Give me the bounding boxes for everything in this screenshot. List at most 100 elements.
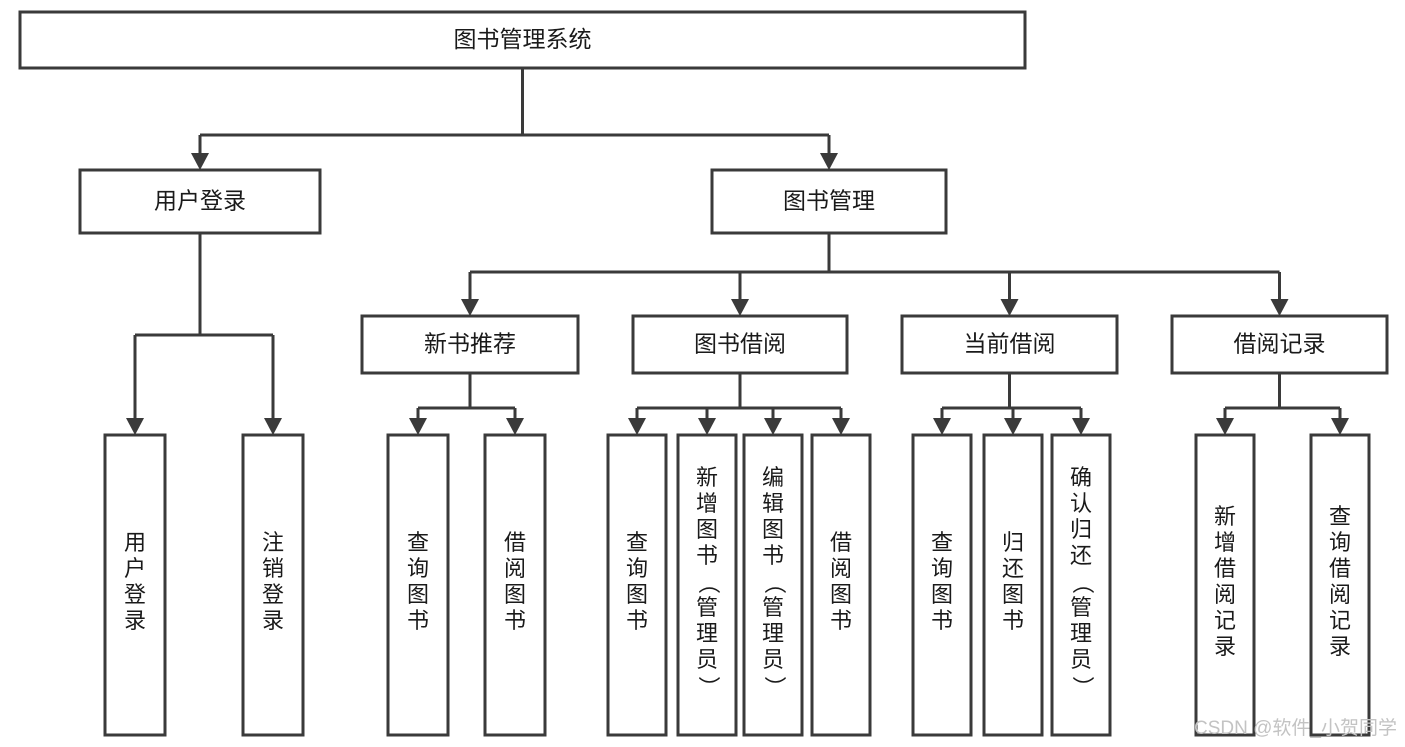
svg-text:还: 还	[1002, 556, 1024, 581]
node-layer: 图书管理系统用户登录图书管理新书推荐图书借阅当前借阅借阅记录用户登录注销登录查询…	[18, 10, 1389, 737]
svg-text:登: 登	[262, 582, 284, 607]
node-box-leaf-user-logout[interactable]	[241, 433, 305, 737]
node-box-book-manage[interactable]	[710, 168, 948, 235]
svg-text:户: 户	[124, 556, 146, 581]
arrow-head-book-manage-3	[1270, 299, 1289, 316]
node-level3-new-book-recommend[interactable]: 新书推荐	[360, 314, 580, 375]
svg-text:归: 归	[1002, 530, 1024, 555]
svg-text:编: 编	[762, 465, 784, 490]
arrow-head-root-1	[820, 153, 838, 170]
csdn-watermark: CSDN @软件_小贺同学	[1194, 718, 1397, 739]
node-level3-book-borrow[interactable]: 图书借阅	[631, 314, 849, 375]
node-leaf-leaf-user-login[interactable]: 用户登录	[103, 433, 167, 737]
node-box-current-borrow[interactable]	[900, 314, 1119, 375]
svg-text:图: 图	[696, 517, 718, 542]
svg-text:新: 新	[696, 465, 718, 490]
arrow-head-book-manage-2	[1000, 299, 1019, 316]
node-box-leaf-add-book-admin[interactable]	[676, 433, 738, 737]
svg-text:书: 书	[1002, 608, 1024, 633]
arrow-head-recommend-1	[506, 418, 524, 435]
svg-text:销: 销	[262, 556, 284, 581]
svg-text:查: 查	[931, 530, 953, 555]
svg-text:图: 图	[762, 517, 784, 542]
svg-text:图: 图	[407, 582, 429, 607]
svg-text:用: 用	[124, 530, 146, 555]
svg-text:阅: 阅	[1214, 582, 1236, 607]
arrow-head-borrow-record-1	[1331, 418, 1349, 435]
svg-text:书: 书	[830, 608, 852, 633]
node-box-leaf-user-login[interactable]	[103, 433, 167, 737]
svg-text:新: 新	[1214, 504, 1236, 529]
svg-text:增: 增	[1214, 530, 1236, 555]
svg-text:员: 员	[696, 647, 718, 672]
node-box-leaf-confirm-return-admin[interactable]	[1050, 433, 1112, 737]
svg-text:认: 认	[1070, 491, 1092, 516]
node-box-leaf-query-book-borrow[interactable]	[606, 433, 668, 737]
svg-text:录: 录	[262, 608, 284, 633]
node-level3-current-borrow[interactable]: 当前借阅	[900, 314, 1119, 375]
node-box-borrow-record[interactable]	[1170, 314, 1389, 375]
svg-text:借: 借	[1329, 556, 1351, 581]
svg-text:图: 图	[1002, 582, 1024, 607]
svg-text:阅: 阅	[1329, 582, 1351, 607]
node-box-leaf-borrow-book-recommend[interactable]	[483, 433, 547, 737]
node-level2-book-manage[interactable]: 图书管理	[710, 168, 948, 235]
svg-text:图: 图	[931, 582, 953, 607]
node-level2-user-login[interactable]: 用户登录	[78, 168, 322, 235]
node-root-root[interactable]: 图书管理系统	[18, 10, 1027, 70]
node-box-leaf-query-borrow-record[interactable]	[1309, 433, 1371, 737]
node-box-leaf-add-borrow-record[interactable]	[1194, 433, 1256, 737]
node-label-leaf-user-login: 用户登录	[124, 530, 146, 633]
svg-text:阅: 阅	[504, 556, 526, 581]
node-box-leaf-borrow-book[interactable]	[810, 433, 872, 737]
node-box-user-login[interactable]	[78, 168, 322, 235]
svg-text:书: 书	[762, 543, 784, 568]
node-box-book-borrow[interactable]	[631, 314, 849, 375]
svg-text:查: 查	[626, 530, 648, 555]
svg-text:（: （	[762, 572, 787, 594]
node-box-leaf-query-book-recommend[interactable]	[386, 433, 450, 737]
svg-text:询: 询	[626, 556, 648, 581]
svg-text:理: 理	[762, 621, 784, 646]
arrow-head-recommend-0	[409, 418, 427, 435]
svg-text:查: 查	[1329, 504, 1351, 529]
node-box-new-book-recommend[interactable]	[360, 314, 580, 375]
svg-text:录: 录	[124, 608, 146, 633]
node-level3-borrow-record[interactable]: 借阅记录	[1170, 314, 1389, 375]
node-box-leaf-return-book[interactable]	[982, 433, 1044, 737]
node-box-leaf-edit-book-admin[interactable]	[742, 433, 804, 737]
svg-text:询: 询	[407, 556, 429, 581]
arrow-head-user-login-0	[126, 418, 144, 435]
svg-text:图: 图	[626, 582, 648, 607]
svg-text:阅: 阅	[830, 556, 852, 581]
arrow-head-current-borrow-2	[1072, 418, 1090, 435]
svg-text:录: 录	[1329, 634, 1351, 659]
svg-text:）: ）	[1070, 676, 1095, 698]
svg-text:辑: 辑	[762, 491, 784, 516]
node-box-root[interactable]	[18, 10, 1027, 70]
svg-text:借: 借	[830, 530, 852, 555]
svg-text:管: 管	[762, 595, 784, 620]
node-box-leaf-query-book-current[interactable]	[911, 433, 973, 737]
svg-text:询: 询	[1329, 530, 1351, 555]
arrow-head-book-borrow-0	[628, 418, 646, 435]
